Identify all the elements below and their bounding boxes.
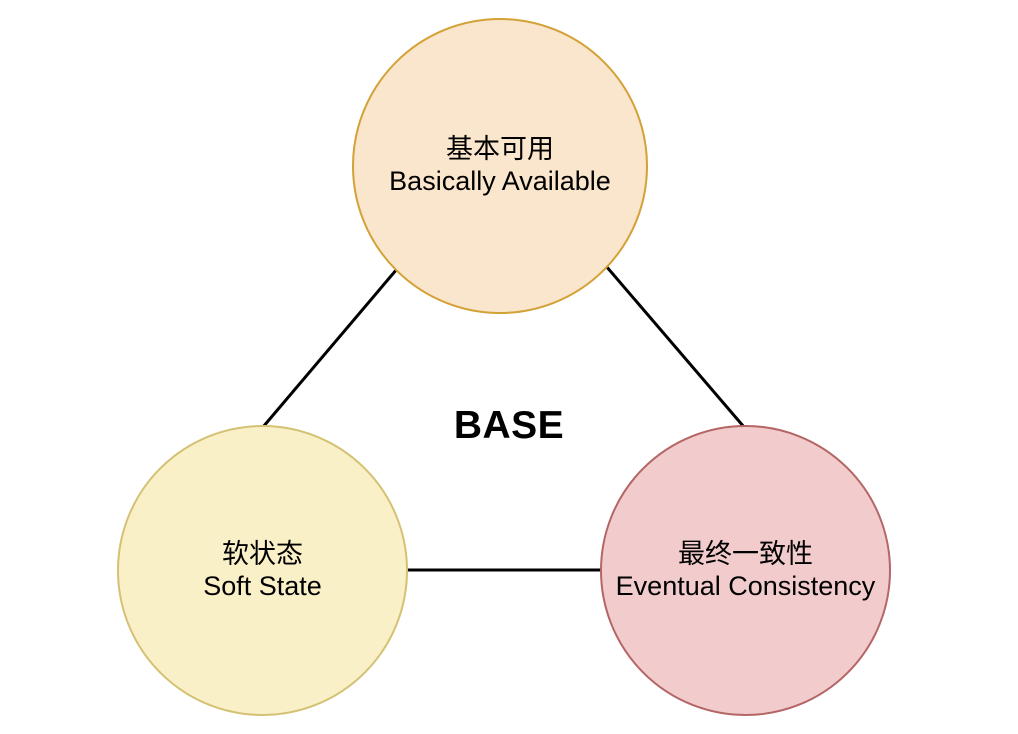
node-label-en: Basically Available (389, 166, 611, 196)
edge-available-to-eventual-consistency (604, 265, 746, 428)
node-basically-available[interactable]: 基本可用 Basically Available (352, 18, 648, 314)
node-label-cn: 最终一致性 (678, 538, 813, 569)
node-label-en: Eventual Consistency (615, 570, 876, 601)
center-label: BASE (453, 404, 565, 447)
node-label-cn: 基本可用 (446, 134, 554, 165)
node-soft-state[interactable]: 软状态 Soft State (117, 425, 408, 716)
edge-available-to-soft-state (261, 268, 399, 428)
node-label-cn: 软状态 (222, 538, 303, 569)
node-eventual-consistency[interactable]: 最终一致性 Eventual Consistency (600, 425, 891, 716)
node-label-en: Soft State (203, 570, 322, 601)
